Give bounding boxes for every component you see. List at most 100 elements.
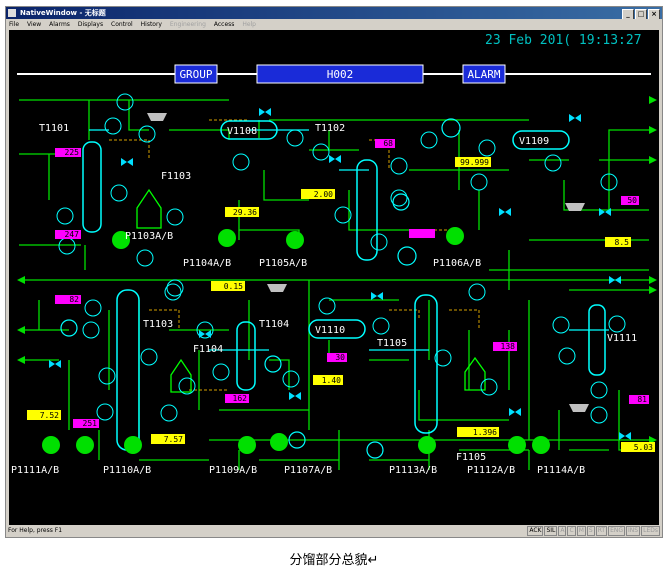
- controller[interactable]: [110, 184, 128, 202]
- valve[interactable]: [199, 330, 211, 338]
- controller[interactable]: [312, 143, 330, 161]
- pump-p1109[interactable]: [238, 436, 256, 454]
- vessel-v1108[interactable]: [220, 120, 278, 140]
- alarm-box[interactable]: 30: [335, 353, 345, 362]
- valve[interactable]: [329, 155, 341, 163]
- controller[interactable]: [480, 378, 498, 396]
- alarm-box[interactable]: 50: [627, 196, 637, 205]
- group-button[interactable]: GROUP: [174, 64, 218, 84]
- controller[interactable]: [372, 317, 390, 335]
- pump-p1111b[interactable]: [76, 436, 94, 454]
- controller[interactable]: [468, 283, 486, 301]
- alarm-box[interactable]: 162: [233, 394, 248, 403]
- controller[interactable]: [96, 403, 114, 421]
- pump-p1110[interactable]: [124, 436, 142, 454]
- controller[interactable]: [470, 173, 488, 191]
- menu-view[interactable]: View: [26, 21, 42, 28]
- value-box[interactable]: 2.00: [314, 190, 333, 199]
- controller[interactable]: [286, 129, 304, 147]
- heat-exchanger[interactable]: [264, 355, 282, 373]
- valve[interactable]: [499, 208, 511, 216]
- pump-p1107[interactable]: [270, 433, 288, 451]
- heat-exchanger[interactable]: [60, 319, 78, 337]
- controller[interactable]: [160, 404, 178, 422]
- menu-control[interactable]: Control: [111, 21, 133, 28]
- pump-p1104[interactable]: [218, 229, 236, 247]
- controller[interactable]: [84, 299, 102, 317]
- controller[interactable]: [390, 157, 408, 175]
- heat-exchanger[interactable]: [392, 193, 410, 211]
- pump-p1106[interactable]: [446, 227, 464, 245]
- controller[interactable]: [56, 207, 74, 225]
- controller[interactable]: [166, 208, 184, 226]
- controller[interactable]: [552, 316, 570, 334]
- menu-access[interactable]: Access: [213, 21, 235, 28]
- furnace-f1103[interactable]: [136, 188, 162, 229]
- controller[interactable]: [390, 189, 408, 207]
- controller[interactable]: [164, 283, 182, 301]
- pump-p1112[interactable]: [508, 436, 526, 454]
- controller[interactable]: [590, 381, 608, 399]
- controller[interactable]: [140, 348, 158, 366]
- alarm-box[interactable]: 68: [383, 139, 393, 148]
- tower-t1101[interactable]: [82, 141, 102, 233]
- controller[interactable]: [334, 206, 352, 224]
- alarm-box[interactable]: 82: [69, 295, 79, 304]
- indicator-sil[interactable]: SIL: [544, 526, 558, 536]
- controller[interactable]: [58, 237, 76, 255]
- heat-exchanger[interactable]: [288, 431, 306, 449]
- furnace-f1105[interactable]: [464, 356, 486, 391]
- menu-displays[interactable]: Displays: [77, 21, 104, 28]
- vessel-v1109[interactable]: [512, 130, 570, 150]
- pump-p1111[interactable]: [42, 436, 60, 454]
- menu-alarms[interactable]: Alarms: [49, 21, 70, 28]
- controller[interactable]: [558, 347, 576, 365]
- controller[interactable]: [232, 153, 250, 171]
- tower-t1102[interactable]: [356, 159, 378, 261]
- controller[interactable]: [178, 377, 196, 395]
- controller[interactable]: [478, 139, 496, 157]
- pump-p1105[interactable]: [286, 231, 304, 249]
- controller[interactable]: [166, 279, 184, 297]
- valve[interactable]: [121, 158, 133, 166]
- controller[interactable]: [370, 233, 388, 251]
- controller[interactable]: [590, 406, 608, 424]
- valve[interactable]: [569, 114, 581, 122]
- controller[interactable]: [608, 315, 626, 333]
- controller[interactable]: [318, 297, 336, 315]
- value-box[interactable]: 8.5: [615, 238, 630, 247]
- value-box[interactable]: 7.57: [164, 435, 183, 444]
- menu-file[interactable]: File: [9, 21, 20, 28]
- controller[interactable]: [82, 321, 100, 339]
- value-box[interactable]: 99.999: [460, 158, 489, 167]
- heat-exchanger[interactable]: [366, 441, 384, 459]
- pump-p1114[interactable]: [532, 436, 550, 454]
- valve[interactable]: [49, 360, 61, 368]
- title-bar[interactable]: NativeWindow - 无标题 _□×: [6, 7, 662, 20]
- tower-t1104[interactable]: [236, 321, 256, 391]
- pump-p1113[interactable]: [418, 436, 436, 454]
- alarm-box[interactable]: 81: [637, 395, 647, 404]
- controller[interactable]: [138, 125, 156, 143]
- menu-history[interactable]: History: [140, 21, 162, 28]
- valve[interactable]: [371, 292, 383, 300]
- controller[interactable]: [136, 249, 154, 267]
- valve[interactable]: [259, 108, 271, 116]
- controller[interactable]: [600, 173, 618, 191]
- alarm-box[interactable]: 247: [65, 230, 80, 239]
- alarm-box[interactable]: 225: [65, 148, 80, 157]
- controller[interactable]: [104, 117, 122, 135]
- pump-p1103[interactable]: [112, 231, 130, 249]
- alarm-button[interactable]: ALARM: [462, 64, 506, 84]
- controller[interactable]: [420, 131, 438, 149]
- valve[interactable]: [619, 432, 631, 440]
- tower-v1111[interactable]: [588, 304, 606, 376]
- heat-exchanger[interactable]: [397, 246, 417, 266]
- valve[interactable]: [609, 276, 621, 284]
- heat-exchanger[interactable]: [441, 118, 461, 138]
- vessel-v1110[interactable]: [308, 319, 366, 339]
- value-box[interactable]: 0.15: [224, 282, 243, 291]
- value-box[interactable]: 5.03: [634, 443, 653, 452]
- controller[interactable]: [212, 363, 230, 381]
- tower-t1103[interactable]: [116, 289, 140, 451]
